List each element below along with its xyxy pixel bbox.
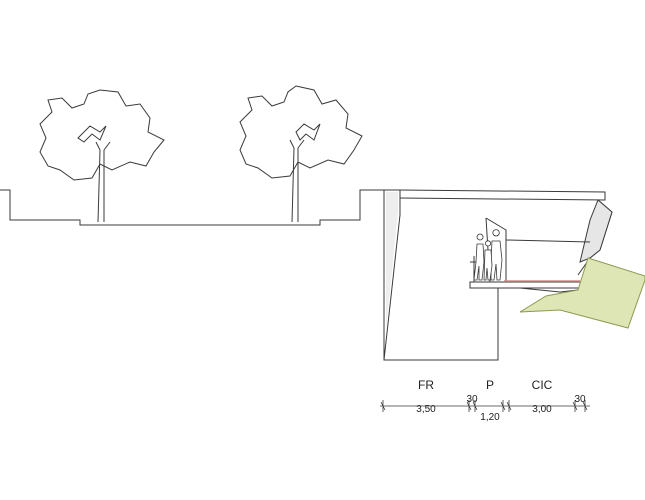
tree-left-trunk: [95, 141, 111, 223]
dim-gap-right: 30: [574, 394, 586, 405]
dimension-line: [380, 400, 590, 412]
dim-cic-width: 3,00: [532, 404, 552, 415]
pedestrians: [473, 229, 503, 281]
back-wall: [505, 239, 591, 243]
tree-right-trunk: [289, 139, 305, 223]
dimension-ticks: [380, 400, 588, 412]
tree-right: [239, 85, 363, 223]
canopy-end-fill: [579, 199, 613, 263]
tree-left-branch-mark: [77, 125, 107, 143]
person-1: [473, 233, 485, 281]
dim-gap-left: 30: [466, 394, 478, 405]
dim-p-width: 1,20: [480, 412, 500, 423]
tree-right-branch-mark: [295, 123, 321, 141]
tree-left: [39, 89, 165, 223]
canopy-roof: [399, 189, 606, 201]
green-slope: [519, 257, 645, 329]
dim-fr-width: 3,50: [416, 404, 436, 415]
person-2: [490, 229, 503, 281]
person-3: [483, 240, 493, 281]
lane-label-fr: FR: [418, 378, 434, 392]
wall-shade: [386, 192, 398, 330]
deck-slab: [469, 281, 583, 289]
lane-label-p: P: [486, 378, 494, 392]
street-ground-line: [0, 189, 378, 226]
lane-label-cic: CIC: [532, 378, 553, 392]
